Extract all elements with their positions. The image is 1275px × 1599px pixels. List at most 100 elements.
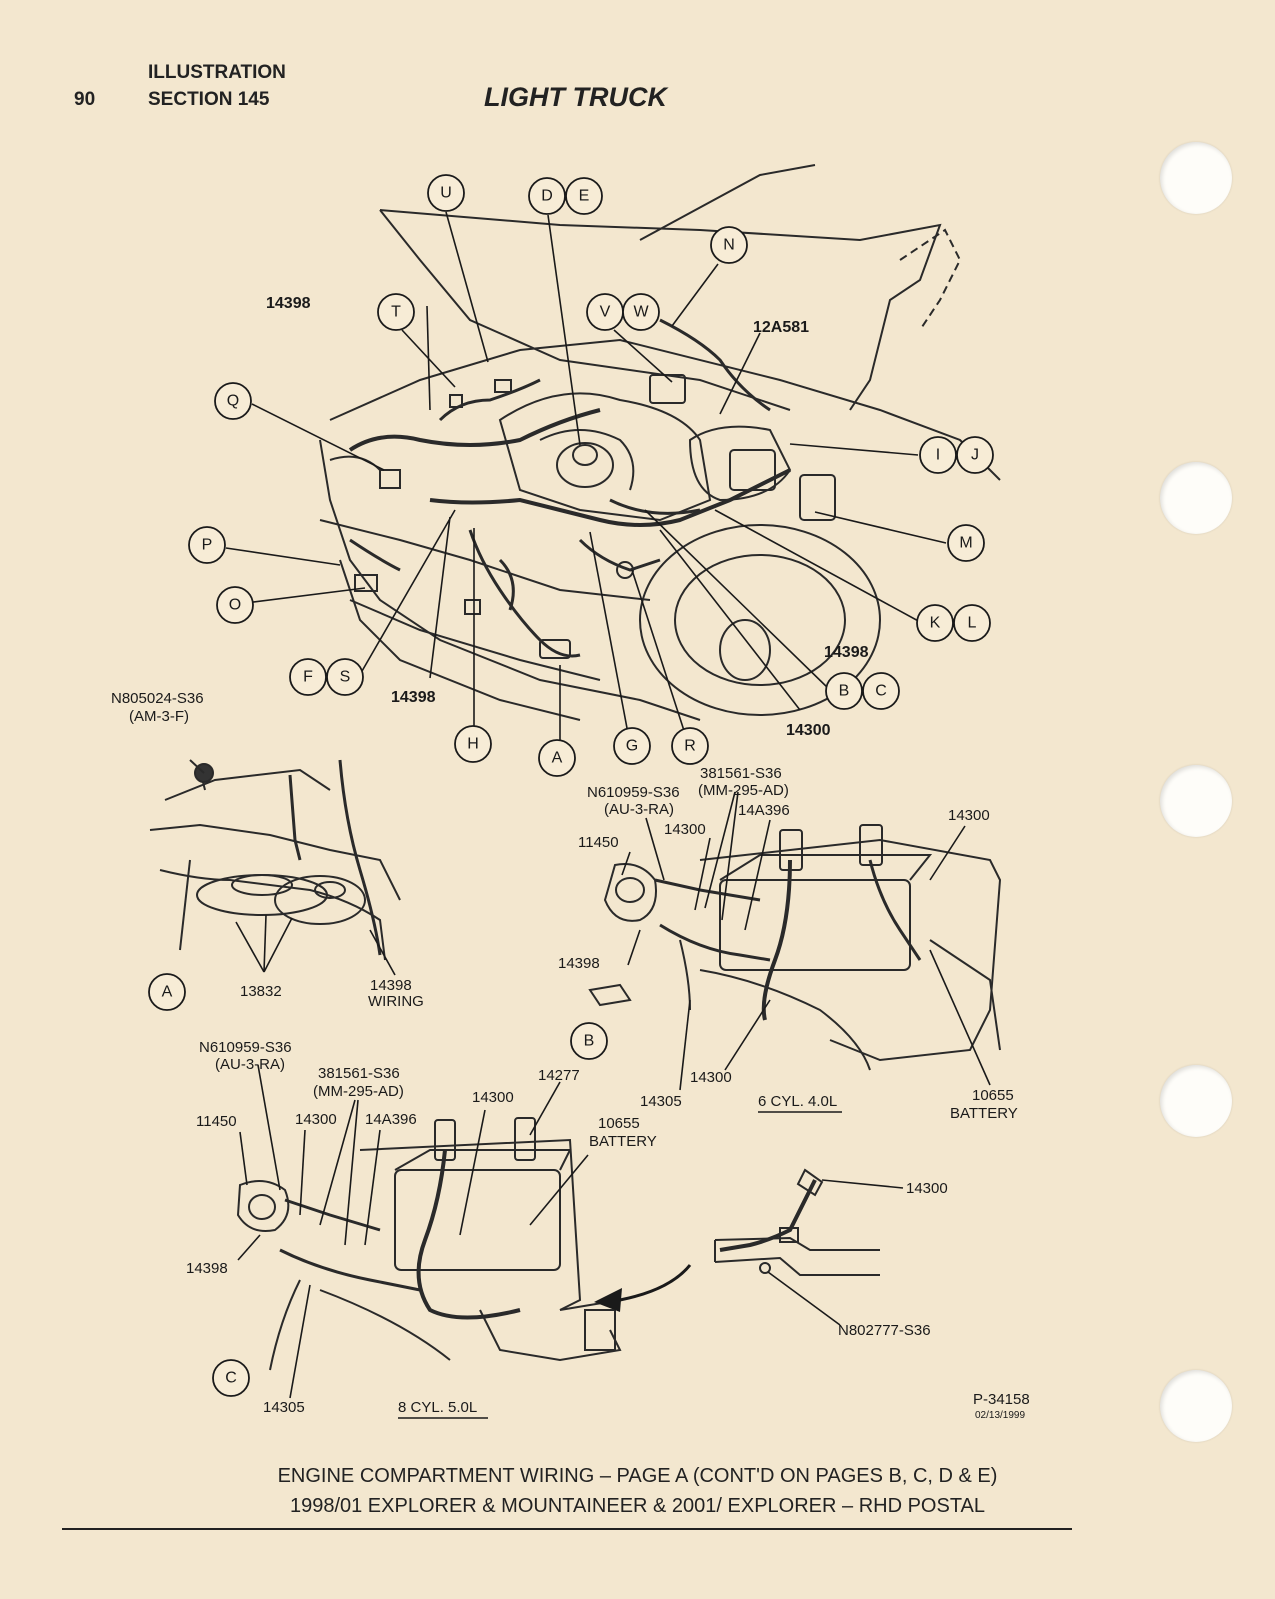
callout-H-letter: H — [467, 736, 479, 753]
detail-c-bolt-line1: 381561-S36 — [318, 1065, 400, 1082]
detail-a-drawing — [149, 759, 401, 961]
callout-R-letter: R — [684, 738, 696, 755]
detail-b-nut-line2: (AU-3-RA) — [604, 801, 674, 818]
callout-E — [565, 177, 603, 215]
callout-N — [710, 226, 748, 264]
detail-c-14398: 14398 — [186, 1260, 228, 1277]
callout-W — [622, 293, 660, 331]
detail-b-bolt-line1: 381561-S36 — [700, 765, 782, 782]
callout-L — [953, 604, 991, 642]
detail-a-horn-label: 13832 — [240, 983, 282, 1000]
detail-c-14277: 14277 — [538, 1067, 580, 1084]
binder-hole — [1160, 765, 1232, 837]
callout-T-letter: T — [391, 304, 401, 321]
ground-detail-drawing — [714, 1168, 880, 1276]
label-14398-right: 14398 — [824, 644, 869, 661]
callout-I — [919, 436, 957, 474]
detail-b-14398: 14398 — [558, 955, 600, 972]
callout-Q — [214, 382, 252, 420]
detail-arrow — [619, 1264, 692, 1302]
figure-date: 02/13/1999 — [975, 1410, 1025, 1421]
callout-O-letter: O — [229, 597, 241, 614]
binder-hole — [1160, 142, 1232, 214]
callout-K-letter: K — [930, 615, 941, 632]
detail-c-battery-name: BATTERY — [589, 1133, 657, 1150]
caption-line-2: 1998/01 EXPLORER & MOUNTAINEER & 2001/ E… — [289, 1495, 986, 1517]
detail-c-nut-line1: N610959-S36 — [199, 1039, 292, 1056]
detail-B-letter: B — [584, 1033, 595, 1050]
callout-H — [454, 725, 492, 763]
callout-circles — [148, 174, 994, 1397]
detail-c-11450: 11450 — [196, 1113, 237, 1130]
callout-letters: U D E N T V W Q I J M P O K L F S B C H … — [162, 185, 979, 1387]
detail-c-leaders — [237, 1064, 589, 1399]
callout-F — [289, 658, 327, 696]
callout-L-letter: L — [968, 615, 977, 632]
detail-b-14305: 14305 — [640, 1093, 682, 1110]
callout-D — [528, 177, 566, 215]
binder-hole — [1160, 462, 1232, 534]
detail-a-wiring-num: 14398 — [370, 977, 412, 994]
binder-hole — [1160, 1370, 1232, 1442]
detail-a-nut-line1: N805024-S36 — [111, 690, 204, 707]
callout-P — [188, 526, 226, 564]
binder-hole — [1160, 1065, 1232, 1137]
page-number: 90 — [74, 89, 96, 110]
detail-b-drawing — [588, 824, 1002, 1071]
detail-a-wiring-word: WIRING — [368, 993, 424, 1010]
header-illustration: ILLUSTRATION — [148, 62, 286, 83]
detail-b-labels: 381561-S36 (MM-295-AD) N610959-S36 (AU-3… — [558, 765, 1018, 1122]
detail-A-letter: A — [162, 984, 173, 1001]
callout-U — [427, 174, 465, 212]
detail-b-engine: 6 CYL. 4.0L — [758, 1093, 837, 1110]
detail-c-14A396: 14A396 — [365, 1111, 417, 1128]
ground-screw: N802777-S36 — [838, 1322, 931, 1339]
detail-c-labels: N610959-S36 (AU-3-RA) 381561-S36 (MM-295… — [186, 1039, 657, 1416]
detail-callout-C — [212, 1359, 250, 1397]
detail-b-bolt-line2: (MM-295-AD) — [698, 782, 789, 799]
callout-V-letter: V — [600, 304, 611, 321]
callout-D-letter: D — [541, 188, 553, 205]
caption-rule — [62, 1528, 1072, 1530]
detail-callout-A — [148, 973, 186, 1011]
main-part-labels: 14398 12A581 14398 14398 14300 — [266, 295, 869, 739]
page-title: LIGHT TRUCK — [484, 82, 667, 112]
callout-G-letter: G — [626, 738, 638, 755]
callout-Q-letter: Q — [227, 393, 239, 410]
header-section: SECTION 145 — [148, 89, 270, 110]
callout-N-letter: N — [723, 237, 735, 254]
figure-code: P-34158 — [973, 1391, 1030, 1408]
label-14300-main: 14300 — [786, 722, 831, 739]
callout-F-letter: F — [303, 669, 313, 686]
ground-detail-labels: 14300 N802777-S36 — [838, 1180, 948, 1339]
callout-A-letter: A — [552, 750, 563, 767]
detail-c-drawing — [236, 1117, 622, 1371]
callout-J-letter: J — [971, 447, 979, 464]
callout-E-letter: E — [579, 188, 590, 205]
detail-c-engine: 8 CYL. 5.0L — [398, 1399, 477, 1416]
detail-b-11450: 11450 — [578, 834, 619, 851]
callout-T — [377, 293, 415, 331]
detail-c-battery-num: 10655 — [598, 1115, 640, 1132]
engine-compartment-drawing — [319, 164, 1001, 721]
callout-U-letter: U — [440, 185, 452, 202]
callout-I-letter: I — [936, 447, 940, 464]
callout-K — [916, 604, 954, 642]
callout-C-letter: C — [875, 683, 887, 700]
callout-O — [216, 586, 254, 624]
detail-b-battery-name: BATTERY — [950, 1105, 1018, 1122]
detail-a-labels: N805024-S36 (AM-3-F) 13832 14398 WIRING — [111, 690, 424, 1010]
callout-M — [947, 524, 985, 562]
callout-B — [825, 672, 863, 710]
detail-b-leaders — [621, 791, 991, 1091]
ground-14300: 14300 — [906, 1180, 948, 1197]
detail-callout-B — [570, 1022, 608, 1060]
detail-c-14300-a: 14300 — [295, 1111, 337, 1128]
detail-c-nut-line2: (AU-3-RA) — [215, 1056, 285, 1073]
label-14398-top: 14398 — [266, 295, 311, 312]
detail-c-14305: 14305 — [263, 1399, 305, 1416]
callout-G — [613, 727, 651, 765]
callout-C — [862, 672, 900, 710]
